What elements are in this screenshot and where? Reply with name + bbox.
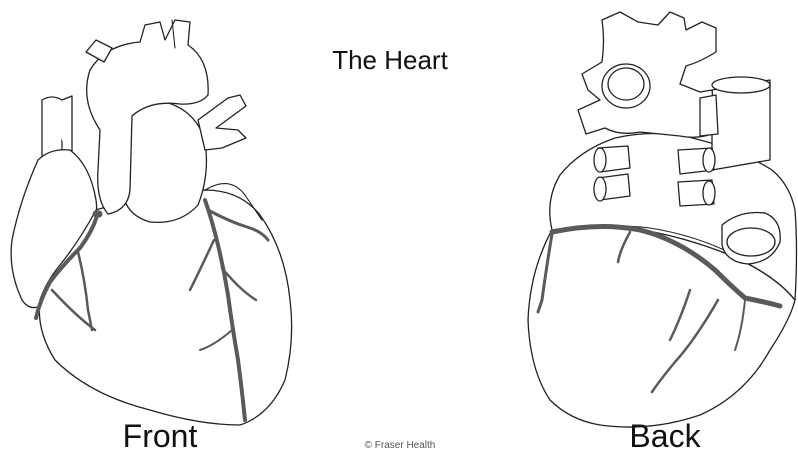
diagram-title: The Heart [300, 44, 480, 76]
front-view-label: Front [95, 418, 225, 454]
back-aortic-arch [578, 12, 718, 137]
back-view-label: Back [600, 418, 730, 454]
heart-front-illustration [0, 0, 320, 454]
copyright-credit: © Fraser Health [320, 440, 480, 452]
heart-back-illustration [490, 0, 798, 454]
